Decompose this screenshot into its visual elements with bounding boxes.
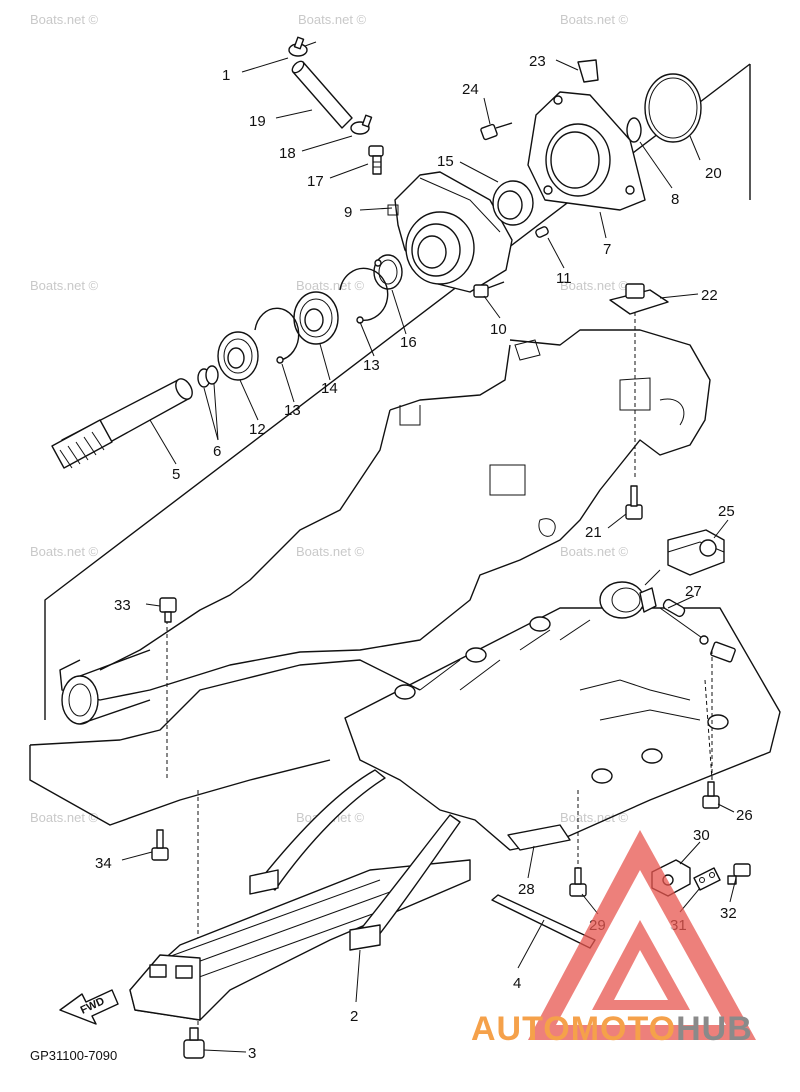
- housing-cover: [527, 91, 646, 211]
- callout-33: 33: [114, 597, 131, 614]
- callout-3: 3: [248, 1045, 256, 1062]
- bearing-housing-assembly: [51, 36, 702, 469]
- bearing-14: [293, 291, 339, 345]
- intake-plate: [344, 607, 781, 851]
- callout-34: 34: [95, 855, 112, 872]
- svg-text:AUTOMOTOHUB: AUTOMOTOHUB: [471, 1010, 753, 1048]
- callout-7: 7: [603, 241, 611, 258]
- callout-23: 23: [529, 53, 546, 70]
- brand-text-hub: HUB: [676, 1010, 753, 1048]
- bolt-21: [625, 485, 643, 520]
- callout-6: 6: [213, 443, 221, 460]
- panel-outline: [44, 63, 751, 720]
- bolt-34: [151, 829, 169, 861]
- water-hose: [292, 61, 353, 129]
- callout-17: 17: [307, 173, 324, 190]
- drawing-code: GP31100-7090: [30, 1048, 117, 1063]
- brand-text-auto: AUTO: [471, 1010, 571, 1048]
- callout-19: 19: [249, 113, 266, 130]
- hose-clamp-top: [288, 36, 317, 57]
- oil-seal-15: [492, 180, 534, 226]
- hose-clamp-bottom: [350, 114, 373, 135]
- watermarks: Boats.net © Boats.net © Boats.net © Boat…: [30, 12, 629, 825]
- watermark-text: Boats.net ©: [296, 544, 365, 559]
- callout-15: 15: [437, 153, 454, 170]
- callout-10: 10: [490, 321, 507, 338]
- watermark-text: Boats.net ©: [560, 278, 629, 293]
- hull-body: [29, 329, 711, 826]
- callout-12: 12: [249, 421, 266, 438]
- watermark-text: Boats.net ©: [30, 278, 99, 293]
- o-ring-small: [626, 117, 642, 143]
- bearing-12: [217, 331, 259, 381]
- callout-21: 21: [585, 524, 602, 541]
- callout-13-lower: 13: [284, 402, 301, 419]
- watermark-text: Boats.net ©: [560, 810, 629, 825]
- brand-text-moto: MOTO: [571, 1010, 676, 1048]
- watermark-text: Boats.net ©: [30, 810, 99, 825]
- o-ring-large: [644, 73, 702, 143]
- warning-triangle-icon: [528, 830, 756, 1040]
- callout-2: 2: [350, 1008, 358, 1025]
- callout-25: 25: [718, 503, 735, 520]
- speed-sensor-assembly: [599, 529, 736, 663]
- callout-8: 8: [671, 191, 679, 208]
- callout-24: 24: [462, 81, 479, 98]
- callout-4: 4: [513, 975, 521, 992]
- watermark-text: Boats.net ©: [30, 544, 99, 559]
- water-fitting: [368, 145, 384, 175]
- callout-11: 11: [556, 270, 572, 287]
- drain-plug: [609, 283, 669, 480]
- callout-13-upper: 13: [363, 357, 380, 374]
- callout-18: 18: [279, 145, 296, 162]
- bearing-housing: [387, 171, 513, 293]
- callout-1: 1: [222, 67, 230, 84]
- jet-nozzle-tube: [61, 649, 151, 725]
- callout-22: 22: [701, 287, 718, 304]
- callout-20: 20: [705, 165, 722, 182]
- watermark-text: Boats.net ©: [298, 12, 367, 27]
- callout-26: 26: [736, 807, 753, 824]
- ride-plate-deflector: [507, 824, 571, 851]
- callout-28: 28: [518, 881, 535, 898]
- bolt-10: [473, 281, 505, 298]
- drive-shaft: [51, 378, 193, 469]
- intake-grate: [129, 769, 471, 1021]
- circlip-16: [373, 254, 403, 290]
- callout-14: 14: [321, 380, 338, 397]
- o-ring-6b: [205, 365, 219, 385]
- callout-30: 30: [693, 827, 710, 844]
- bolt-33: [159, 597, 177, 623]
- brand-logo: AUTOMOTOHUB: [471, 830, 756, 1048]
- snap-ring-13a: [339, 267, 389, 322]
- bolt-26: [702, 781, 720, 809]
- forward-arrow-icon: FWD: [59, 989, 119, 1025]
- callout-9: 9: [344, 204, 352, 221]
- watermark-text: Boats.net ©: [560, 12, 629, 27]
- callout-32: 32: [720, 905, 737, 922]
- dowel-pin: [535, 226, 549, 238]
- bolt-29: [569, 867, 587, 897]
- callout-27: 27: [685, 583, 702, 600]
- watermark-text: Boats.net ©: [30, 12, 99, 27]
- snap-ring-13b: [254, 307, 300, 361]
- bolt-24: [480, 122, 513, 141]
- leader-lines: [121, 57, 737, 1053]
- watermark-text: Boats.net ©: [560, 544, 629, 559]
- callout-16: 16: [400, 334, 417, 351]
- watermark-text: Boats.net ©: [296, 278, 365, 293]
- bolt-3: [183, 1027, 205, 1059]
- callout-5: 5: [172, 466, 180, 483]
- cover-bracket: [577, 59, 599, 83]
